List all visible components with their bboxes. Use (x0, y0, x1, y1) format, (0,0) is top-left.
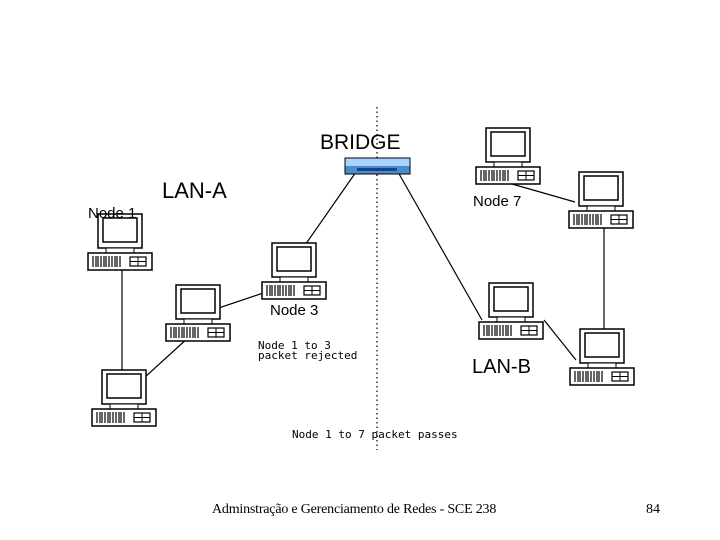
lan-b-computer-icon-4 (569, 328, 635, 386)
rejected-note-line-2: packet rejected (258, 349, 357, 362)
node-3-computer-icon (261, 242, 327, 300)
node-7-computer-icon (475, 127, 541, 185)
lan-b-computer-icon-2 (568, 171, 634, 229)
lan-a-computer-icon-3 (91, 369, 157, 427)
lan-b-computer-icon-3 (478, 282, 544, 340)
node-1-label: Node 1 (88, 205, 136, 222)
lan-a-computer-icon-2 (165, 284, 231, 342)
bridge-device (344, 157, 411, 175)
footer-page-number: 84 (646, 502, 660, 517)
node-7-label: Node 7 (473, 193, 521, 210)
node-1-computer-icon (87, 213, 153, 271)
lan-b-cable-1 (511, 183, 576, 203)
bridge-label: BRIDGE (320, 131, 401, 154)
lan-a-label: LAN-A (162, 178, 227, 203)
node-3-label: Node 3 (270, 302, 318, 319)
bridge-to-lan-b-cable (397, 171, 483, 321)
rejected-note-line-1: Node 1 to 3 (258, 339, 331, 352)
passes-note: Node 1 to 7 packet passes (292, 428, 458, 441)
lan-b-cable-3 (543, 319, 577, 361)
bridge-network-diagram: BRIDGE LAN-A LAN-B Node 1 Node 3 Node 7 … (87, 107, 635, 450)
lan-b-label: LAN-B (472, 356, 531, 378)
slide-footer: Adminstração e Gerenciamento de Redes - … (0, 502, 720, 524)
footer-course-text: Adminstração e Gerenciamento de Redes - … (212, 502, 497, 517)
